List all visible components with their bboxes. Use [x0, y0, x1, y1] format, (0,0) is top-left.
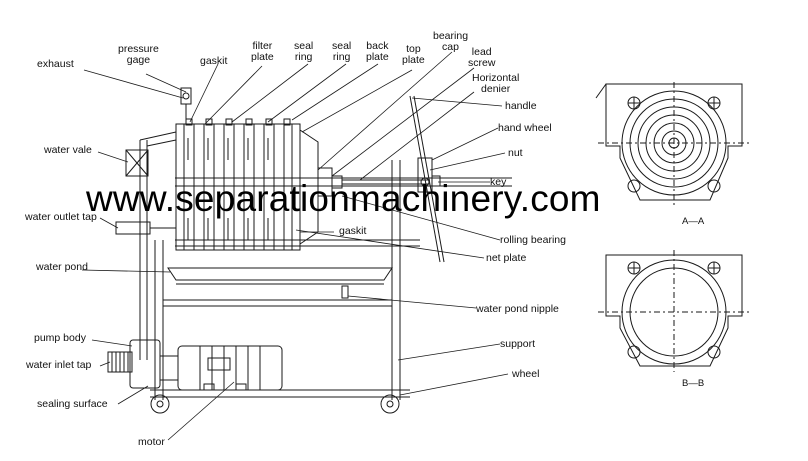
label-nut: nut: [508, 147, 523, 159]
label-gaskit-top: gaskit: [200, 55, 228, 67]
label-seal-ring-1: seal ring: [294, 40, 314, 63]
section-aa: [595, 82, 750, 205]
label-water-inlet-tap: water inlet tap: [26, 359, 92, 371]
label-water-pond-nipple: water pond nipple: [476, 303, 559, 315]
label-rolling-bearing: rolling bearing: [500, 234, 566, 246]
label-section-bb: B—B: [682, 378, 705, 389]
label-hand-wheel: hand wheel: [498, 122, 552, 134]
watermark-text: www.separationmachinery.com: [86, 178, 601, 219]
label-pressure-gage: pressure gage: [118, 43, 159, 66]
wheel-right: [380, 394, 400, 414]
label-gaskit-mid: gaskit: [339, 225, 367, 237]
label-seal-ring-2: seal ring: [332, 40, 352, 63]
label-water-outlet-tap: water outlet tap: [25, 211, 97, 223]
label-exhaust: exhaust: [37, 58, 74, 70]
pump-body: [107, 339, 161, 389]
label-back-plate: back plate: [366, 40, 389, 63]
label-motor: motor: [138, 436, 165, 448]
label-water-pond: water pond: [36, 261, 88, 273]
label-horizontal-denier: Horizontal denier: [472, 72, 520, 95]
label-support: support: [500, 338, 536, 350]
label-water-vale: water vale: [44, 144, 92, 156]
leader-lines: [81, 51, 509, 441]
motor: [159, 345, 283, 391]
label-sealing-surface: sealing surface: [37, 398, 108, 410]
label-net-plate: net plate: [486, 252, 527, 264]
label-bearing-cap: bearing cap: [433, 30, 469, 53]
label-section-aa: A—A: [682, 216, 705, 227]
label-handle: handle: [505, 100, 537, 112]
wheel-left: [150, 394, 170, 414]
section-bb: [598, 250, 750, 372]
water-pond: [167, 267, 393, 299]
label-top-plate: top plate: [402, 43, 425, 66]
left-piping: [115, 87, 192, 360]
label-wheel: wheel: [512, 368, 540, 380]
label-pump-body: pump body: [34, 332, 86, 344]
label-lead-screw: lead screw: [468, 46, 496, 69]
lead-screw: [342, 95, 445, 263]
label-filter-plate: filter plate: [251, 40, 274, 63]
label-key: key: [490, 176, 507, 188]
